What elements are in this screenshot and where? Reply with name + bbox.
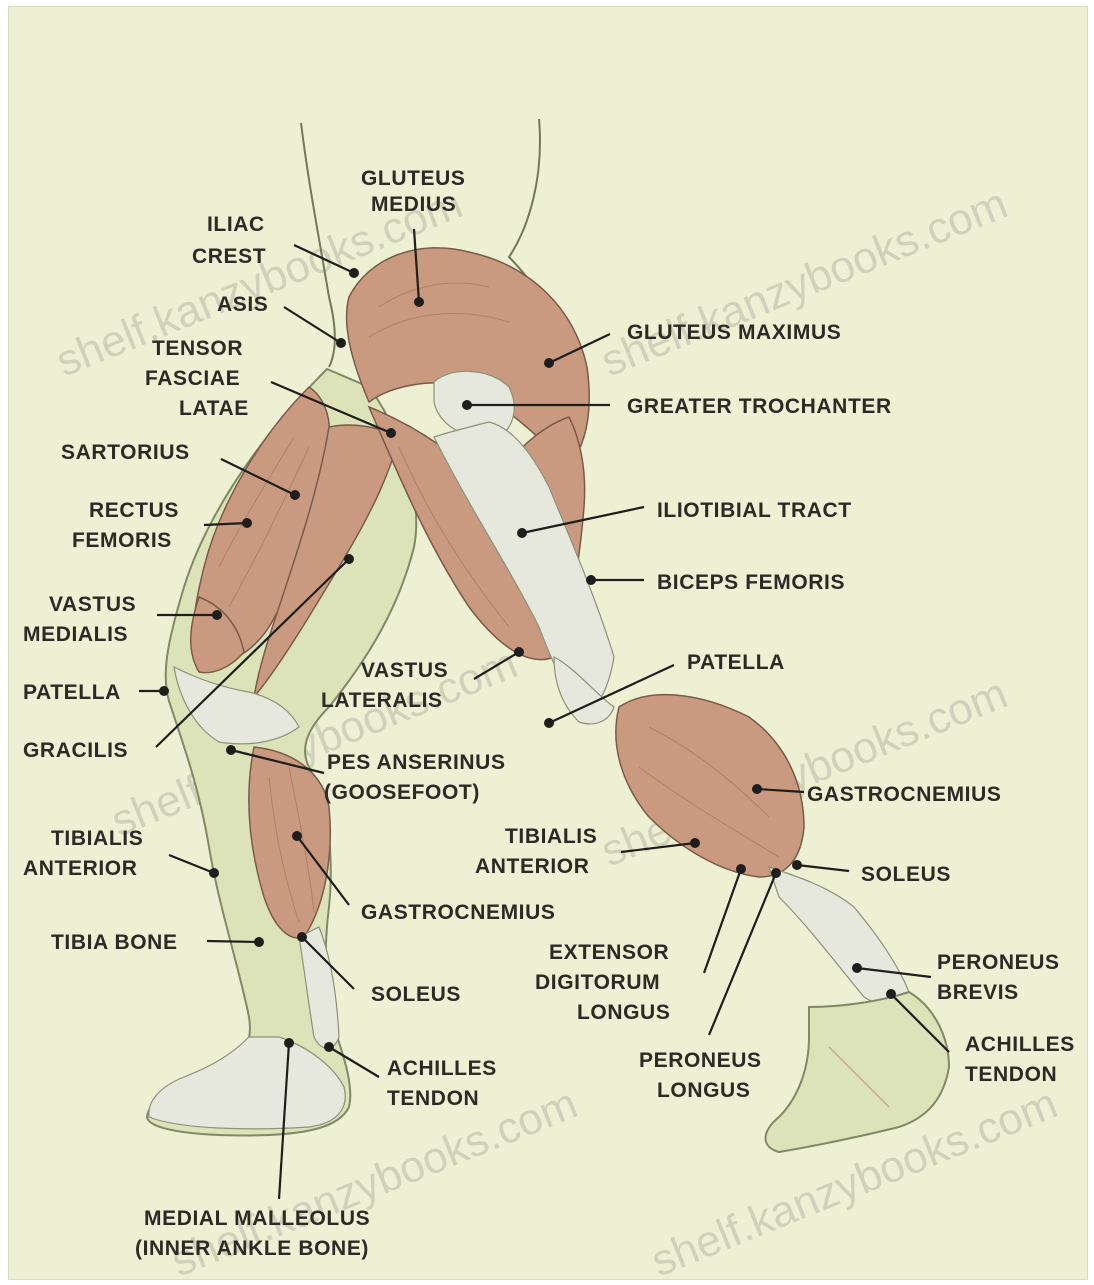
label-achilles-right-line1: ACHILLES (965, 1033, 1075, 1056)
label-peroneus-longus-line1: PERONEUS (639, 1049, 762, 1072)
label-achilles-right-line2: TENDON (965, 1063, 1057, 1086)
label-pes-anserinus-line1: PES ANSERINUS (327, 751, 506, 774)
label-gluteus-medius-line2: MEDIUS (371, 193, 456, 216)
label-patella-left: PATELLA (23, 681, 121, 704)
label-soleus-right: SOLEUS (861, 863, 951, 886)
label-tibialis-right-line2: ANTERIOR (475, 855, 589, 878)
label-soleus-left: SOLEUS (371, 983, 461, 1006)
label-greater-trochanter: GREATER TROCHANTER (627, 395, 892, 418)
label-extensor-line3: LONGUS (577, 1001, 670, 1024)
label-peroneus-brevis-line2: BREVIS (937, 981, 1019, 1004)
label-malleolus-line2: (INNER ANKLE BONE) (135, 1237, 369, 1260)
watermark-2: shelf.kanzybooks.com (594, 179, 1014, 387)
label-gastrocnemius-left: GASTROCNEMIUS (361, 901, 555, 924)
label-tibialis-left-line1: TIBIALIS (51, 827, 143, 850)
label-pes-anserinus-line2: (GOOSEFOOT) (324, 781, 480, 804)
label-iliotibial-tract: ILIOTIBIAL TRACT (657, 499, 852, 522)
label-sartorius: SARTORIUS (61, 441, 190, 464)
label-vastus-medialis-line2: MEDIALIS (23, 623, 128, 646)
label-malleolus-line1: MEDIAL MALLEOLUS (144, 1207, 370, 1230)
label-vastus-lateralis-line1: VASTUS (361, 659, 448, 682)
label-asis: ASIS (217, 293, 268, 316)
label-extensor-line1: EXTENSOR (549, 941, 669, 964)
label-biceps-femoris: BICEPS FEMORIS (657, 571, 845, 594)
label-gluteus-maximus: GLUTEUS MAXIMUS (627, 321, 841, 344)
label-peroneus-longus-line2: LONGUS (657, 1079, 750, 1102)
label-iliac-crest-line1: ILIAC (207, 213, 265, 236)
label-tibialis-left-line2: ANTERIOR (23, 857, 137, 880)
label-tensor-line1: TENSOR (152, 337, 243, 360)
label-patella-right: PATELLA (687, 651, 785, 674)
label-tensor-line2: FASCIAE (145, 367, 240, 390)
label-tibia-bone: TIBIA BONE (51, 931, 178, 954)
diagram-frame: shelf.kanzybooks.com shelf.kanzybooks.co… (8, 6, 1088, 1280)
label-iliac-crest-line2: CREST (192, 245, 266, 268)
label-tensor-line3: LATAE (179, 397, 249, 420)
label-tibialis-right-line1: TIBIALIS (505, 825, 597, 848)
label-gluteus-medius-line1: GLUTEUS (361, 167, 466, 190)
label-achilles-left-line2: TENDON (387, 1087, 479, 1110)
label-gracilis: GRACILIS (23, 739, 128, 762)
label-gastrocnemius-right: GASTROCNEMIUS (807, 783, 1001, 806)
label-rectus-line2: FEMORIS (72, 529, 172, 552)
label-peroneus-brevis-line1: PERONEUS (937, 951, 1060, 974)
label-vastus-lateralis-line2: LATERALIS (321, 689, 443, 712)
label-rectus-line1: RECTUS (89, 499, 179, 522)
label-extensor-line2: DIGITORUM (535, 971, 660, 994)
back-shin-tendon (769, 867, 909, 1004)
leg-muscle-diagram: shelf.kanzybooks.com shelf.kanzybooks.co… (9, 7, 1087, 1279)
label-vastus-medialis-line1: VASTUS (49, 593, 136, 616)
label-achilles-left-line1: ACHILLES (387, 1057, 497, 1080)
